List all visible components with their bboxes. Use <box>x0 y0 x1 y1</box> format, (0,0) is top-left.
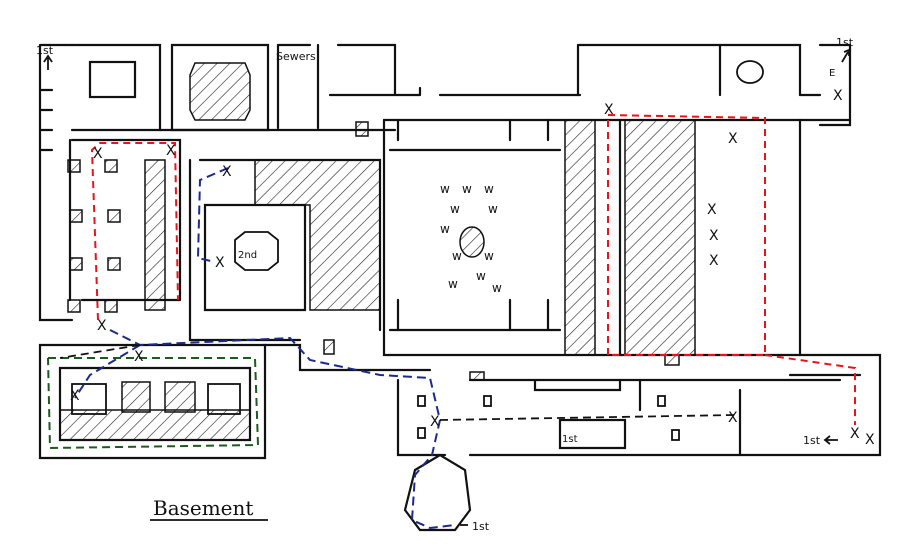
svg-text:X: X <box>134 349 144 365</box>
features <box>71 60 764 441</box>
svg-text:X: X <box>709 253 719 269</box>
svg-text:w: w <box>492 281 502 295</box>
hatched-blocks <box>59 62 696 441</box>
red-route <box>90 113 856 425</box>
svg-text:w: w <box>440 222 450 236</box>
water-marks: w w w w w w w w w w w <box>440 182 502 295</box>
svg-text:X: X <box>728 131 738 147</box>
arrows <box>43 48 850 526</box>
svg-text:X: X <box>850 426 860 442</box>
black-route <box>59 344 736 421</box>
label-sewers: Sewers <box>276 50 316 63</box>
svg-text:X: X <box>707 202 717 218</box>
label-e: E <box>829 68 835 79</box>
map-title: Basement <box>153 496 253 520</box>
svg-text:w: w <box>484 249 494 263</box>
blue-route <box>74 167 456 530</box>
svg-text:X: X <box>865 432 875 448</box>
svg-text:w: w <box>476 269 486 283</box>
svg-text:w: w <box>488 202 498 216</box>
svg-text:w: w <box>440 182 450 196</box>
svg-text:w: w <box>462 182 472 196</box>
svg-text:X: X <box>93 146 103 162</box>
svg-text:X: X <box>833 88 843 104</box>
svg-text:X: X <box>97 318 107 334</box>
svg-text:X: X <box>728 410 738 426</box>
label-first-bottom: 1st <box>472 520 490 533</box>
svg-text:X: X <box>222 164 232 180</box>
label-second: 2nd <box>238 250 257 261</box>
svg-text:w: w <box>484 182 494 196</box>
label-first-top-left: 1st <box>36 44 54 57</box>
svg-text:X: X <box>709 228 719 244</box>
svg-text:w: w <box>450 202 460 216</box>
label-first-right-bottom: 1st <box>803 434 821 447</box>
map-labels: 1st 1st Sewers 2nd E 1st 1st 1st <box>36 36 854 533</box>
green-route <box>47 357 260 450</box>
x-markers: X X X X X X X X X X X X X X X X X <box>70 88 875 448</box>
svg-text:w: w <box>448 277 458 291</box>
label-first-top-right: 1st <box>836 36 854 49</box>
label-first-center: 1st <box>562 434 578 445</box>
svg-text:X: X <box>215 255 225 271</box>
svg-text:X: X <box>430 414 440 430</box>
svg-text:X: X <box>166 143 176 159</box>
svg-text:X: X <box>70 388 80 404</box>
svg-text:X: X <box>604 102 614 118</box>
svg-text:w: w <box>452 249 462 263</box>
